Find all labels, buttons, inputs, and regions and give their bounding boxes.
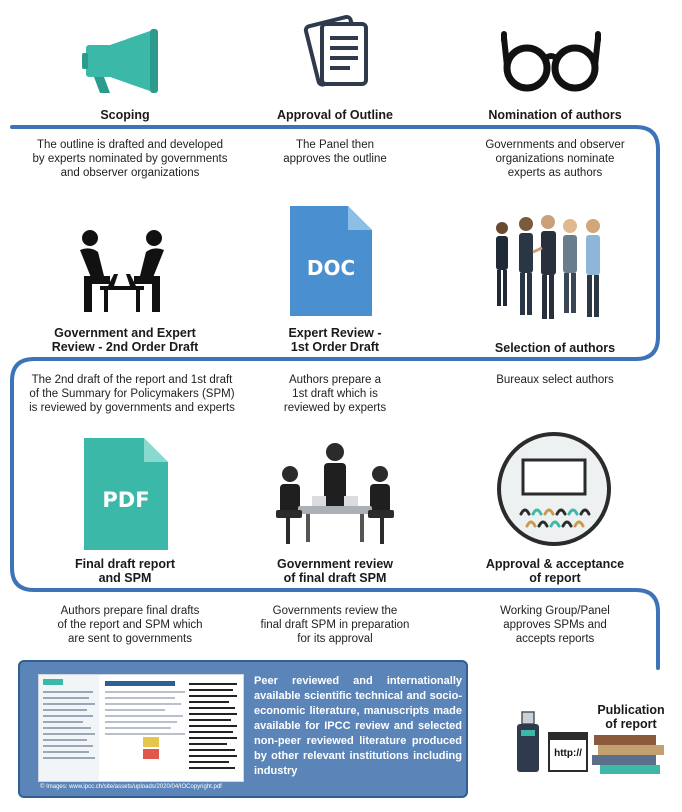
image-credit: © Images: www.ipcc.ch/site/assets/upload… xyxy=(40,784,222,790)
books-stack-icon xyxy=(592,735,664,774)
group-of-people-icon xyxy=(496,215,600,319)
step-title-scoping: Scoping xyxy=(100,108,150,122)
usb-stick-icon xyxy=(517,711,539,772)
step-title-selection: Selection of authors xyxy=(494,341,616,355)
doc-file-icon: DOC xyxy=(290,206,372,316)
literature-info-box: © Images: www.ipcc.ch/site/assets/upload… xyxy=(18,660,468,798)
presentation-audience-icon xyxy=(497,432,611,546)
literature-screenshot-thumbnail xyxy=(38,674,244,782)
step-desc-selection: Bureaux select authors xyxy=(496,374,614,386)
doc-file-label: DOC xyxy=(306,256,356,280)
step-title-expert-review: Expert Review -1st Order Draft xyxy=(288,326,382,354)
meeting-people-icon xyxy=(80,230,164,312)
documents-icon xyxy=(303,14,368,87)
megaphone-icon xyxy=(82,29,158,93)
literature-description: Peer reviewed and internationally availa… xyxy=(254,675,462,777)
browser-window-icon: http:// xyxy=(548,732,588,772)
step-title-nomination: Nomination of authors xyxy=(488,108,622,122)
browser-url-text: http:// xyxy=(554,748,582,759)
step-title-approval-outline: Approval of Outline xyxy=(277,108,393,122)
pdf-file-label: PDF xyxy=(102,488,150,512)
boardroom-meeting-icon xyxy=(276,443,394,544)
pdf-file-icon: PDF xyxy=(84,438,168,550)
step-desc-gov-expert-review: The 2nd draft of the report and 1st draf… xyxy=(29,374,235,414)
glasses-icon xyxy=(501,31,601,92)
